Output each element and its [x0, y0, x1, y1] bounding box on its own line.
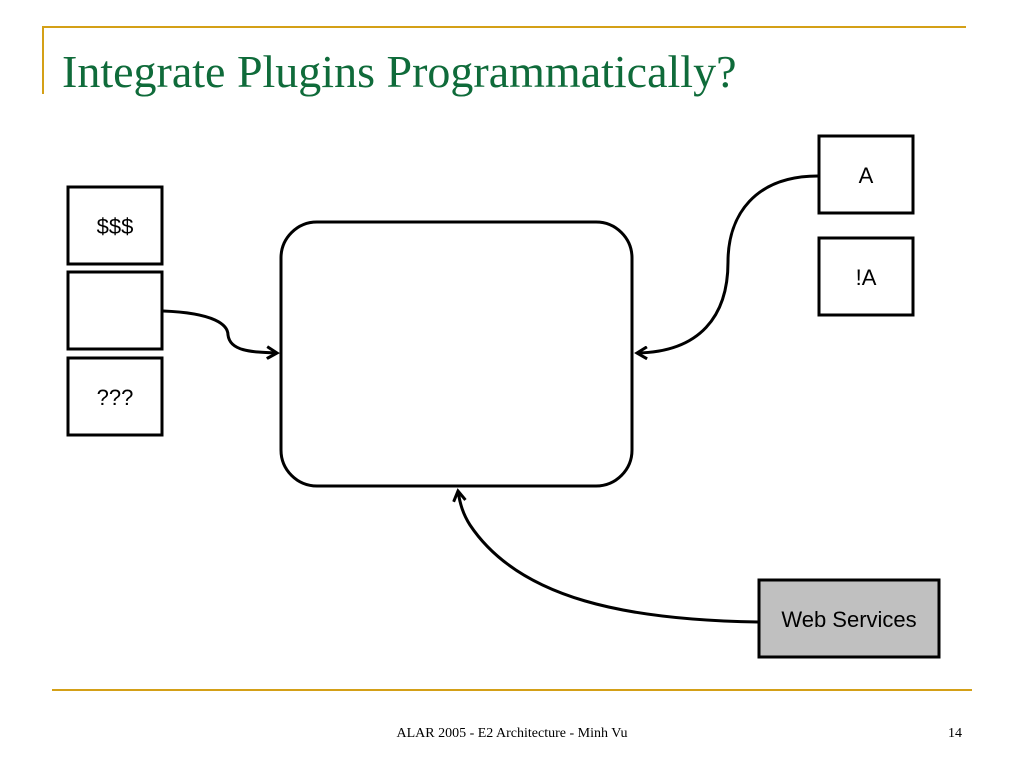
right-box-not-a: !A [817, 236, 915, 317]
right-box-a: A [817, 134, 915, 215]
slide-title: Integrate Plugins Programmatically? [62, 46, 737, 97]
left-box-unknown-label: ??? [97, 385, 134, 410]
bottom-accent-line [52, 689, 972, 691]
web-services-label: Web Services [781, 607, 916, 632]
left-box-unknown: ??? [66, 356, 164, 437]
central-box [279, 220, 634, 488]
left-accent-line [42, 26, 44, 94]
left-box-dollars-label: $$$ [97, 214, 134, 239]
left-to-center-arrow [162, 309, 277, 353]
slide-footer: ALAR 2005 - E2 Architecture - Minh Vu [396, 726, 628, 741]
page-number: 14 [948, 726, 962, 741]
right-to-center-arrow [637, 174, 819, 353]
right-box-not-a-label: !A [856, 265, 877, 290]
top-accent-line [42, 26, 966, 28]
web-services-box: Web Services [757, 578, 941, 659]
left-box-dollars: $$$ [66, 185, 164, 266]
services-to-center-arrow [458, 491, 759, 624]
right-box-a-label: A [859, 163, 874, 188]
left-box-blank [66, 270, 164, 351]
